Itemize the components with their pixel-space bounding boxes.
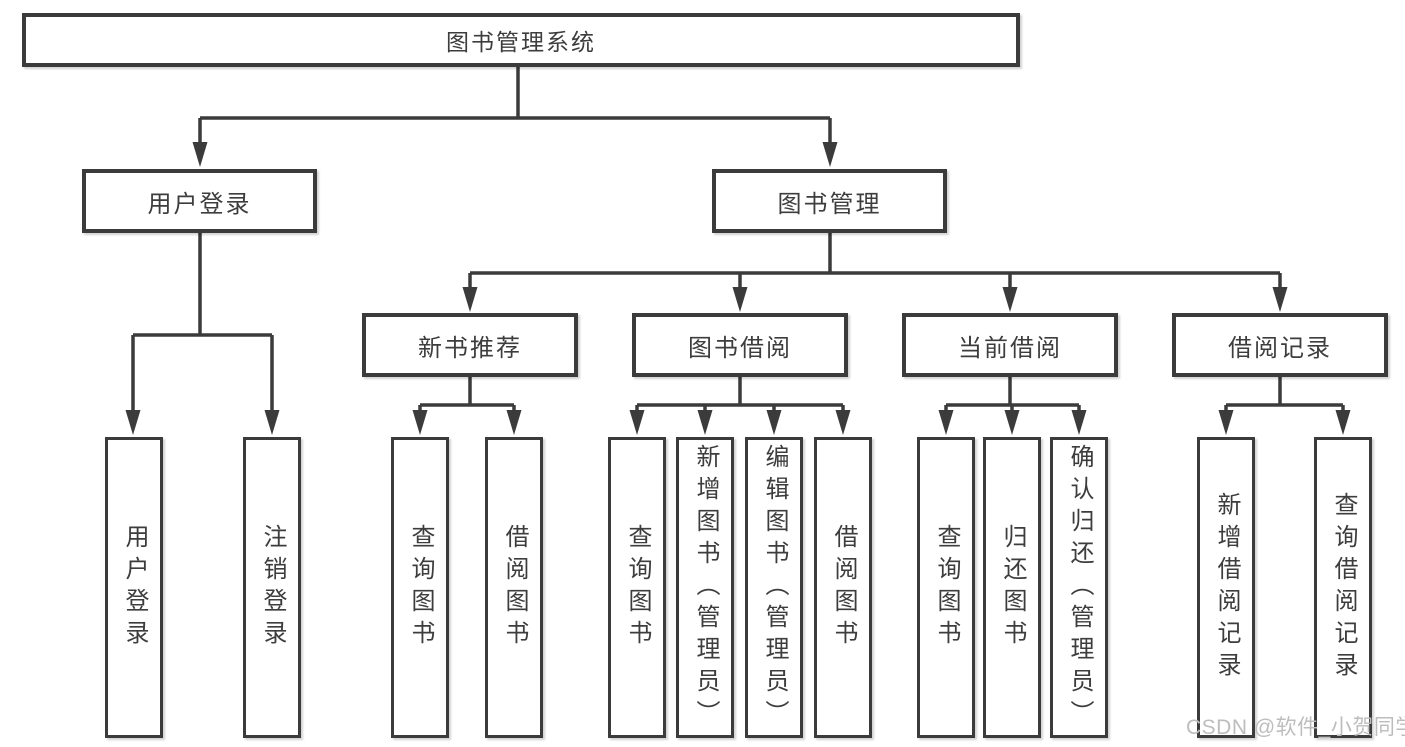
arrow-down-icon xyxy=(412,410,428,435)
leaf-logout: 注销登录 xyxy=(243,437,301,738)
leaf-return-books: 归还图书 xyxy=(983,437,1041,738)
arrow-down-icon xyxy=(1335,410,1351,435)
arrow-down-icon xyxy=(462,287,478,312)
node-label: 图书管理 xyxy=(777,190,882,218)
node-user-login: 用户登录 xyxy=(82,169,317,233)
arrow-down-icon xyxy=(938,410,954,435)
node-current-borrow: 当前借阅 xyxy=(902,313,1118,377)
arrow-down-icon xyxy=(264,410,280,435)
arrow-down-icon xyxy=(125,410,141,435)
arrow-down-icon xyxy=(629,410,645,435)
arrow-down-icon xyxy=(697,410,713,435)
node-book-borrow: 图书借阅 xyxy=(632,313,848,377)
node-label: 借阅图书 xyxy=(501,523,528,652)
arrow-down-icon xyxy=(766,410,782,435)
node-label: 新增借阅记录 xyxy=(1213,491,1240,684)
connector-lines xyxy=(131,67,1345,411)
node-label: 新书推荐 xyxy=(418,334,522,362)
node-borrow-records: 借阅记录 xyxy=(1172,313,1388,377)
node-label: 查询图书 xyxy=(624,523,651,652)
node-label: 借阅图书 xyxy=(830,523,857,652)
leaf-user-login: 用户登录 xyxy=(105,437,163,738)
arrow-down-icon xyxy=(1002,287,1018,312)
node-book-management: 图书管理 xyxy=(712,169,947,233)
node-label: 图书管理系统 xyxy=(446,29,596,55)
leaf-query-books: 查询图书 xyxy=(608,437,666,738)
leaf-query-borrow-record: 查询借阅记录 xyxy=(1314,437,1372,738)
arrow-down-icon xyxy=(192,142,208,167)
node-label: 编辑图书（管理员） xyxy=(761,443,788,732)
node-label: 确认归还（管理员） xyxy=(1066,443,1093,732)
node-label: 借阅记录 xyxy=(1228,334,1332,362)
arrow-down-icon xyxy=(835,410,851,435)
arrow-down-icon xyxy=(1272,287,1288,312)
arrow-down-icon xyxy=(1004,410,1020,435)
node-label: 用户登录 xyxy=(147,190,252,218)
node-label: 查询借阅记录 xyxy=(1330,491,1357,684)
csdn-watermark: CSDN @软件_小贺同学 xyxy=(1186,716,1405,739)
node-label: 新增图书（管理员） xyxy=(692,443,719,732)
node-label: 查询图书 xyxy=(407,523,434,652)
node-label: 归还图书 xyxy=(999,523,1026,652)
leaf-confirm-return-admin: 确认归还（管理员） xyxy=(1050,437,1108,738)
node-label: 图书借阅 xyxy=(688,334,792,362)
node-label: 查询图书 xyxy=(933,523,960,652)
leaf-edit-books-admin: 编辑图书（管理员） xyxy=(745,437,803,738)
leaf-borrow-books: 借阅图书 xyxy=(485,437,543,738)
leaf-query-books: 查询图书 xyxy=(917,437,975,738)
node-label: 当前借阅 xyxy=(958,334,1062,362)
node-label: 注销登录 xyxy=(259,523,286,652)
leaf-query-books: 查询图书 xyxy=(391,437,449,738)
node-library-management-system: 图书管理系统 xyxy=(22,13,1020,67)
leaf-add-borrow-record: 新增借阅记录 xyxy=(1197,437,1255,738)
arrowheads xyxy=(125,142,1351,435)
leaf-borrow-books: 借阅图书 xyxy=(814,437,872,738)
arrow-down-icon xyxy=(732,287,748,312)
node-new-book-recommend: 新书推荐 xyxy=(362,313,578,377)
leaf-add-books-admin: 新增图书（管理员） xyxy=(676,437,734,738)
arrow-down-icon xyxy=(506,410,522,435)
arrow-down-icon xyxy=(822,142,838,167)
arrow-down-icon xyxy=(1218,410,1234,435)
arrow-down-icon xyxy=(1071,410,1087,435)
node-label: 用户登录 xyxy=(121,523,148,652)
